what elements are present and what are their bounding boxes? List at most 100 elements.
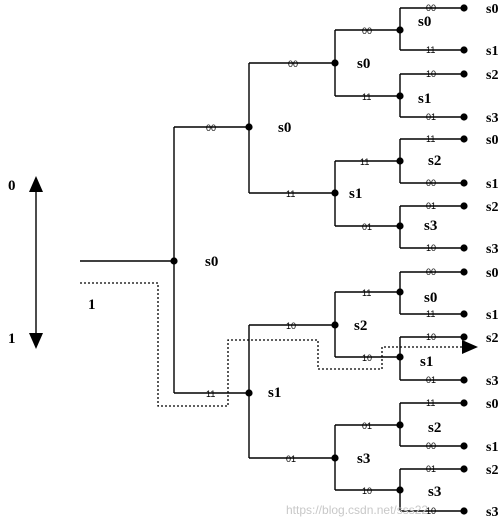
axis-bottom-label: 1 bbox=[8, 331, 16, 347]
branch-label: 00 bbox=[426, 178, 436, 188]
branch-label: 10 bbox=[362, 486, 372, 496]
leaf-node bbox=[460, 376, 468, 384]
state-label: s3 bbox=[428, 484, 441, 500]
state-label: s1 bbox=[268, 385, 281, 401]
branch-label: 01 bbox=[286, 454, 296, 464]
tree-node bbox=[331, 59, 339, 67]
branch-label: 01 bbox=[362, 222, 372, 232]
state-label: s3 bbox=[357, 451, 370, 467]
leaf-state-label: s1 bbox=[486, 44, 498, 59]
leaf-node bbox=[460, 399, 468, 407]
branch-label: 11 bbox=[426, 309, 435, 319]
state-label: s0 bbox=[418, 14, 431, 30]
tree-node bbox=[396, 26, 404, 34]
state-label: s2 bbox=[428, 420, 441, 436]
branch-label: 11 bbox=[426, 398, 435, 408]
tree-node bbox=[331, 454, 339, 462]
leaf-node bbox=[460, 333, 468, 341]
branch-label: 00 bbox=[206, 123, 216, 133]
branch-label: 00 bbox=[426, 3, 436, 13]
state-label: s2 bbox=[428, 153, 441, 169]
tree-node bbox=[396, 486, 404, 494]
branch-label: 11 bbox=[362, 288, 371, 298]
branch-label: 11 bbox=[206, 389, 215, 399]
leaf-node bbox=[460, 442, 468, 450]
branch-label: 00 bbox=[362, 26, 372, 36]
state-label: s1 bbox=[420, 354, 433, 370]
leaf-node bbox=[460, 202, 468, 210]
branch-label: 00 bbox=[426, 441, 436, 451]
leaf-state-label: s1 bbox=[486, 440, 498, 455]
state-label: s0 bbox=[424, 290, 437, 306]
leaf-node bbox=[460, 113, 468, 121]
leaf-node bbox=[460, 135, 468, 143]
tree-node bbox=[396, 353, 404, 361]
tree-node bbox=[396, 157, 404, 165]
state-label: s1 bbox=[349, 186, 362, 202]
leaf-node bbox=[460, 268, 468, 276]
branch-label: 11 bbox=[426, 134, 435, 144]
tree-node bbox=[396, 421, 404, 429]
tree-node bbox=[396, 222, 404, 230]
tree-node bbox=[331, 189, 339, 197]
axis-top-label: 0 bbox=[8, 178, 16, 194]
leaf-node bbox=[460, 507, 468, 515]
tree-node bbox=[245, 389, 253, 397]
branch-label: 01 bbox=[426, 464, 436, 474]
watermark-text: https://blog.csdn.net/sss22 bbox=[286, 503, 428, 517]
branch-label: 10 bbox=[426, 69, 436, 79]
tree-node bbox=[331, 321, 339, 329]
path-arrow-icon bbox=[462, 340, 478, 354]
leaf-state-label: s3 bbox=[486, 374, 498, 389]
direction-arrow bbox=[29, 176, 43, 349]
leaf-state-label: s3 bbox=[486, 242, 498, 257]
branch-label: 01 bbox=[426, 375, 436, 385]
state-label: s0 bbox=[357, 56, 370, 72]
root-node bbox=[170, 257, 178, 265]
leaf-node bbox=[460, 244, 468, 252]
arrow-down-icon bbox=[29, 333, 43, 349]
tree-node bbox=[396, 92, 404, 100]
leaf-node bbox=[460, 465, 468, 473]
leaf-state-label: s2 bbox=[486, 463, 498, 478]
state-label: s3 bbox=[424, 218, 437, 234]
state-label: s1 bbox=[418, 91, 431, 107]
leaf-state-label: s0 bbox=[486, 2, 498, 17]
branch-label: 10 bbox=[426, 506, 436, 516]
leaf-state-label: s3 bbox=[486, 111, 498, 126]
leaf-node bbox=[460, 310, 468, 318]
input-label: 1 bbox=[88, 297, 96, 313]
leaf-state-label: s2 bbox=[486, 331, 498, 346]
level-2-edges bbox=[248, 62, 335, 459]
survivor-path bbox=[80, 282, 462, 407]
branch-label: 00 bbox=[426, 267, 436, 277]
leaf-state-label: s3 bbox=[486, 505, 498, 520]
leaf-state-label: s2 bbox=[486, 68, 498, 83]
tree-node bbox=[396, 288, 404, 296]
branch-label: 10 bbox=[286, 321, 296, 331]
leaf-state-label: s0 bbox=[486, 266, 498, 281]
leaf-state-label: s2 bbox=[486, 200, 498, 215]
leaf-state-label: s0 bbox=[486, 397, 498, 412]
arrow-up-icon bbox=[29, 176, 43, 192]
tree-node bbox=[245, 123, 253, 131]
branch-label: 11 bbox=[286, 189, 295, 199]
leaf-node bbox=[460, 46, 468, 54]
branch-label: 10 bbox=[426, 243, 436, 253]
leaf-state-label: s1 bbox=[486, 308, 498, 323]
branch-label: 11 bbox=[362, 92, 371, 102]
root-state-label: s0 bbox=[205, 254, 218, 270]
leaf-state-label: s0 bbox=[486, 133, 498, 148]
leaf-node bbox=[460, 4, 468, 12]
branch-label: 01 bbox=[426, 112, 436, 122]
state-label: s0 bbox=[278, 120, 291, 136]
leaf-node bbox=[460, 179, 468, 187]
branch-label: 00 bbox=[288, 59, 298, 69]
leaf-state-label: s1 bbox=[486, 177, 498, 192]
branch-label: 10 bbox=[426, 332, 436, 342]
branch-label: 01 bbox=[362, 421, 372, 431]
branch-label: 11 bbox=[360, 157, 369, 167]
